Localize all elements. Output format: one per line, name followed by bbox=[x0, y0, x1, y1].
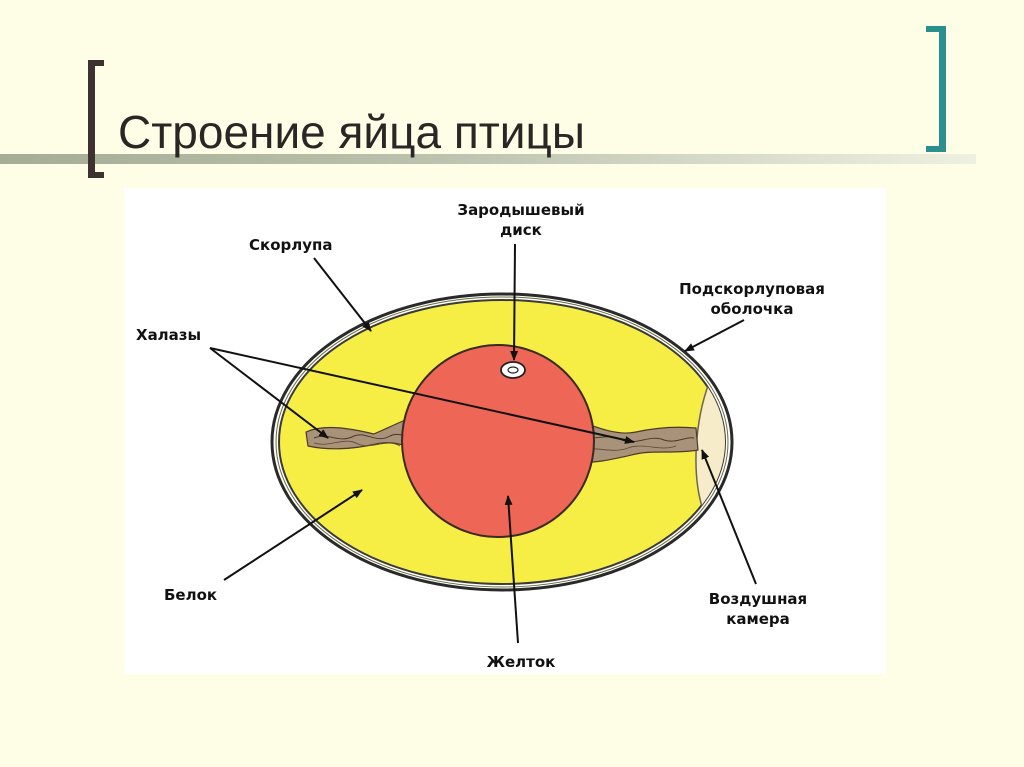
label-shell-membrane-line2: оболочка bbox=[711, 300, 794, 318]
slide-title: Строение яйца птицы bbox=[118, 106, 585, 158]
title-underline bbox=[0, 154, 976, 164]
arrow-air-cell bbox=[701, 449, 757, 585]
chalaza-right bbox=[575, 419, 699, 463]
arrow-yolk bbox=[504, 495, 519, 644]
label-air-cell-line2: камера bbox=[726, 610, 790, 628]
label-air-cell-line1: Воздушная bbox=[709, 590, 807, 608]
arrow-germinal-disc bbox=[510, 243, 519, 361]
left-bracket-decoration bbox=[88, 60, 104, 178]
shell-membrane bbox=[275, 296, 729, 588]
label-germinal-disc-line2: диск bbox=[500, 221, 542, 239]
label-chalazae: Халазы bbox=[136, 326, 201, 344]
yolk bbox=[401, 344, 595, 538]
arrow-shell-membrane bbox=[684, 319, 745, 352]
germinal-disc bbox=[500, 361, 526, 379]
arrow-chalaza-left bbox=[209, 347, 329, 439]
germinal-disc-center bbox=[507, 366, 519, 374]
egg-structure-figure: Зародышевый диск Скорлупа Подскорлуповая… bbox=[124, 188, 886, 674]
right-bracket-decoration bbox=[926, 26, 946, 152]
label-shell: Скорлупа bbox=[249, 236, 332, 254]
arrow-albumen bbox=[223, 489, 363, 581]
label-yolk: Желток bbox=[487, 653, 556, 671]
label-albumen: Белок bbox=[164, 586, 217, 604]
label-germinal-disc-line1: Зародышевый bbox=[457, 201, 584, 219]
arrow-chalaza-right bbox=[209, 347, 635, 444]
label-shell-membrane-line1: Подскорлуповая bbox=[679, 280, 825, 298]
eggshell bbox=[270, 292, 734, 592]
arrow-shell bbox=[313, 257, 372, 332]
egg-diagram-svg: Зародышевый диск Скорлупа Подскорлуповая… bbox=[136, 201, 825, 671]
